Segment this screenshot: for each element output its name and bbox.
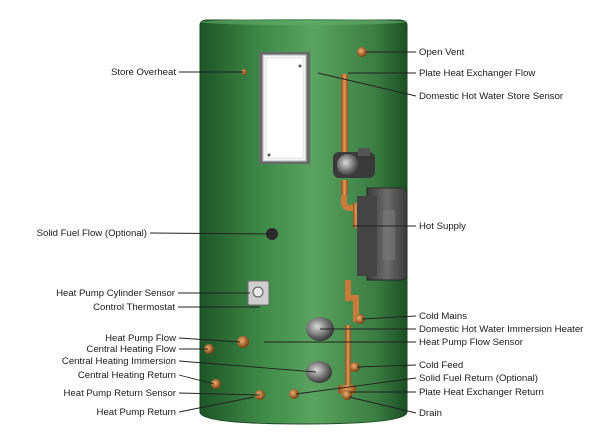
leader-cold-mains xyxy=(361,315,417,320)
cylinder xyxy=(199,19,408,425)
leader-solid-fuel-flow xyxy=(149,232,271,235)
label-hot-supply: Hot Supply xyxy=(419,221,466,232)
label-drain: Drain xyxy=(419,408,442,419)
label-open-vent: Open Vent xyxy=(419,47,465,58)
label-dhw-immersion: Domestic Hot Water Immersion Heater xyxy=(419,324,584,335)
leader-solid-fuel-return xyxy=(295,377,417,395)
leader-ch-immersion xyxy=(178,360,317,373)
inspection-panel xyxy=(259,52,310,164)
label-cold-mains: Cold Mains xyxy=(419,311,467,322)
label-heat-pump-flow: Heat Pump Flow xyxy=(105,333,176,344)
label-phe-flow: Plate Heat Exchanger Flow xyxy=(419,68,535,79)
leader-hp-return-sensor xyxy=(178,392,261,396)
label-ch-immersion: Central Heating Immersion xyxy=(62,356,176,367)
leader-cold-feed xyxy=(356,364,417,368)
leader-dhw-store-sensor xyxy=(317,72,417,97)
label-solid-fuel-flow: Solid Fuel Flow (Optional) xyxy=(37,228,147,239)
leader-drain xyxy=(348,396,417,414)
leader-heat-pump-return xyxy=(178,396,255,413)
label-ch-flow: Central Heating Flow xyxy=(86,344,176,355)
leader-ch-return xyxy=(178,374,215,385)
label-hp-return-sensor: Heat Pump Return Sensor xyxy=(63,388,176,399)
label-hp-flow-sensor: Heat Pump Flow Sensor xyxy=(419,337,524,348)
right-labels: Open Vent Plate Heat Exchanger Flow Dome… xyxy=(264,47,584,419)
ch-immersion-boss xyxy=(306,361,332,383)
label-dhw-store-sensor: Domestic Hot Water Store Sensor xyxy=(419,91,564,102)
label-phe-return: Plate Heat Exchanger Return xyxy=(419,387,544,398)
leader-heat-pump-flow xyxy=(178,337,241,343)
left-labels: Store Overheat Solid Fuel Flow (Optional… xyxy=(37,67,317,418)
circulation-pump xyxy=(333,148,375,178)
label-hp-cylinder-sensor: Heat Pump Cylinder Sensor xyxy=(56,288,176,299)
heat-exchanger-unit xyxy=(357,187,408,281)
label-ch-return: Central Heating Return xyxy=(78,370,176,381)
label-control-thermostat: Control Thermostat xyxy=(93,302,175,313)
label-heat-pump-return: Heat Pump Return xyxy=(97,407,176,418)
label-solid-fuel-return: Solid Fuel Return (Optional) xyxy=(419,373,538,384)
label-store-overheat: Store Overheat xyxy=(111,67,176,78)
label-cold-feed: Cold Feed xyxy=(419,360,463,371)
fittings xyxy=(204,47,367,400)
control-thermostat-box xyxy=(247,280,270,306)
